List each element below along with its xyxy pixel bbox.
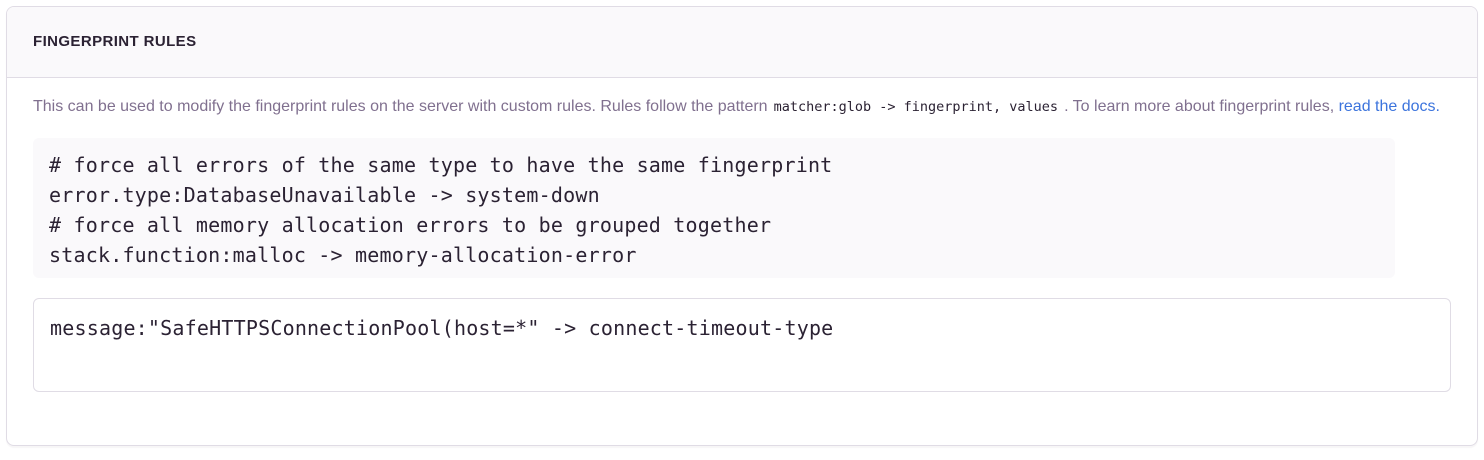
description-text: This can be used to modify the fingerpri…	[33, 93, 1451, 122]
panel-body: This can be used to modify the fingerpri…	[7, 78, 1477, 418]
description-text-middle: . To learn more about fingerprint rules,	[1064, 98, 1339, 115]
fingerprint-rules-panel: FINGERPRINT RULES This can be used to mo…	[6, 6, 1478, 446]
description-text-before: This can be used to modify the fingerpri…	[33, 98, 768, 115]
fingerprint-rules-textarea[interactable]: message:"SafeHTTPSConnectionPool(host=*"…	[33, 297, 1451, 392]
pattern-inline-code: matcher:glob -> fingerprint, values	[773, 99, 1059, 115]
read-the-docs-link[interactable]: read the docs.	[1338, 98, 1440, 115]
panel-header: FINGERPRINT RULES	[7, 7, 1477, 78]
panel-title: FINGERPRINT RULES	[33, 33, 197, 50]
example-rules-code-block: # force all errors of the same type to h…	[33, 137, 1395, 278]
